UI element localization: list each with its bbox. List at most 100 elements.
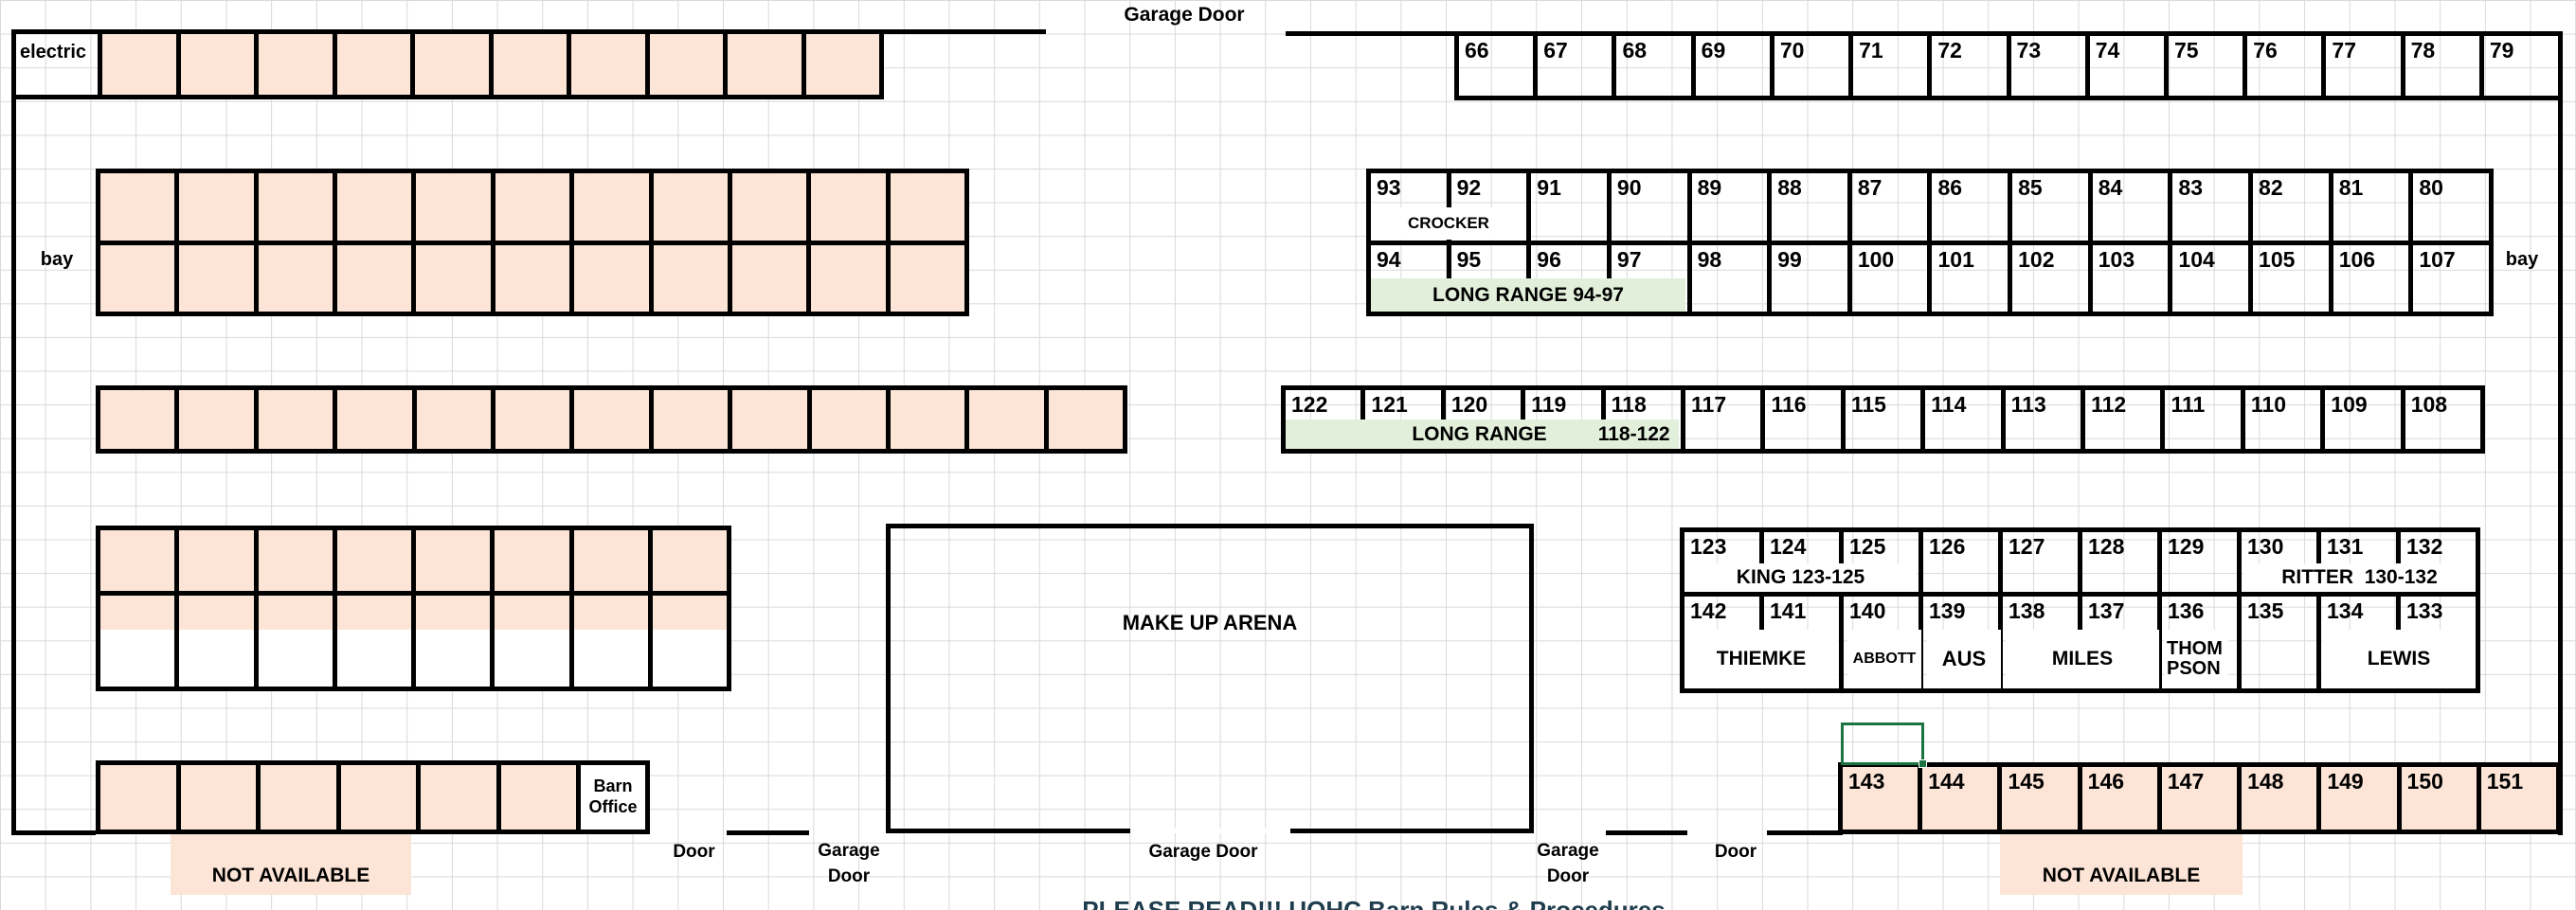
stall-cell[interactable] [333, 173, 412, 241]
stall-cell[interactable]: 126 [1918, 532, 1998, 592]
stall-cell[interactable]: 111 [2160, 390, 2240, 449]
stall-cell[interactable] [490, 173, 570, 241]
stall-cell[interactable]: 74 [2084, 36, 2164, 96]
stall-cell[interactable]: 66 [1465, 38, 1489, 62]
stall-cell[interactable]: 78 [2400, 36, 2479, 96]
stall-cell[interactable]: 101 [1927, 244, 2008, 312]
stall-cell[interactable] [490, 596, 569, 687]
stall-cell[interactable]: 85 [2008, 173, 2088, 241]
stall-cell[interactable] [569, 390, 649, 449]
stall-cell[interactable]: 98 [1686, 244, 1768, 312]
stall-cell[interactable] [1043, 390, 1124, 449]
stall-cell[interactable] [723, 34, 802, 95]
stall-cell[interactable] [174, 173, 254, 241]
stall-cell[interactable]: 143 [1843, 767, 1918, 830]
stall-cell[interactable] [885, 390, 965, 449]
stall-cell[interactable] [569, 173, 649, 241]
selection-fill-handle[interactable] [1918, 759, 1927, 768]
stall-cell[interactable]: 150 [2396, 767, 2477, 830]
stall-cell[interactable]: 116 [1760, 390, 1840, 449]
stall-cell[interactable]: 87 [1846, 173, 1928, 241]
stall-cell[interactable]: 90 [1606, 173, 1687, 241]
stall-cell[interactable]: 125 [1839, 532, 1918, 592]
stall-cell[interactable]: 105 [2248, 244, 2329, 312]
stall-cell[interactable] [411, 173, 491, 241]
stall-cell[interactable] [568, 596, 648, 687]
selected-cell[interactable] [1841, 723, 1927, 768]
stall-cell[interactable]: 146 [2077, 767, 2157, 830]
stall-cell[interactable]: 132 [2396, 532, 2476, 592]
stall-cell[interactable] [648, 390, 729, 449]
stall-cell[interactable]: 69 [1690, 36, 1770, 96]
stall-cell[interactable] [100, 530, 175, 591]
stall-cell[interactable]: 112 [2081, 390, 2160, 449]
stall-cell[interactable] [102, 34, 176, 95]
stall-cell[interactable] [333, 244, 412, 312]
stall-cell[interactable] [727, 173, 807, 241]
stall-cell[interactable]: 114 [1920, 390, 2000, 449]
stall-cell[interactable]: 147 [2156, 767, 2238, 830]
stall-cell[interactable] [644, 34, 723, 95]
stall-cell[interactable]: 84 [2087, 173, 2169, 241]
stall-cell[interactable]: 70 [1769, 36, 1848, 96]
stall-cell[interactable] [410, 34, 489, 95]
stall-cell[interactable]: 117 [1681, 390, 1760, 449]
stall-cell[interactable]: 134 [2316, 597, 2396, 688]
stall-cell[interactable] [335, 765, 416, 830]
stall-cell[interactable]: 94 [1377, 246, 1401, 272]
stall-cell[interactable] [648, 173, 728, 241]
stall-cell[interactable]: 86 [1927, 173, 2008, 241]
stall-cell[interactable] [490, 530, 569, 591]
stall-cell[interactable]: 142 [1690, 598, 1727, 623]
stall-cell[interactable]: 75 [2163, 36, 2243, 96]
stall-cell[interactable]: 108 [2400, 390, 2480, 449]
stall-cell[interactable]: 122 [1291, 392, 1328, 417]
stall-cell[interactable] [411, 390, 491, 449]
stall-cell[interactable] [332, 34, 410, 95]
stall-cell[interactable] [175, 34, 254, 95]
stall-cell[interactable] [727, 244, 807, 312]
stall-cell[interactable] [174, 530, 254, 591]
stall-cell[interactable] [490, 390, 570, 449]
stall-cell[interactable]: 104 [2168, 244, 2248, 312]
stall-cell[interactable]: 73 [2006, 36, 2085, 96]
stall-cell[interactable]: 83 [2168, 173, 2248, 241]
stall-cell[interactable]: 95 [1446, 244, 1527, 312]
stall-cell[interactable] [256, 765, 336, 830]
stall-cell[interactable] [885, 173, 964, 241]
stall-cell[interactable]: 144 [1918, 767, 1998, 830]
stall-cell[interactable]: 81 [2328, 173, 2409, 241]
stall-cell[interactable] [411, 596, 491, 687]
stall-cell[interactable] [100, 173, 175, 241]
stall-cell[interactable] [728, 390, 807, 449]
stall-cell[interactable]: 76 [2243, 36, 2321, 96]
stall-cell[interactable] [100, 596, 175, 687]
stall-cell[interactable]: 103 [2087, 244, 2169, 312]
stall-cell[interactable]: 129 [2157, 532, 2237, 592]
stall-cell[interactable]: 130 [2237, 532, 2316, 592]
stall-cell[interactable]: 96 [1526, 244, 1607, 312]
stall-cell[interactable] [488, 34, 567, 95]
stall-cell[interactable] [174, 390, 254, 449]
stall-cell[interactable]: 77 [2321, 36, 2400, 96]
stall-cell[interactable]: 136 [2157, 597, 2237, 688]
stall-cell[interactable] [567, 34, 645, 95]
stall-cell[interactable] [332, 596, 411, 687]
stall-cell[interactable] [100, 244, 175, 312]
stall-cell[interactable] [801, 34, 879, 95]
stall-cell[interactable]: 72 [1927, 36, 2006, 96]
stall-cell[interactable]: 124 [1759, 532, 1839, 592]
stall-cell[interactable]: 102 [2008, 244, 2088, 312]
stall-cell[interactable]: 67 [1533, 36, 1612, 96]
stall-cell[interactable]: 148 [2237, 767, 2317, 830]
stall-cell[interactable] [416, 765, 496, 830]
stall-cell[interactable] [648, 244, 728, 312]
stall-cell[interactable]: 106 [2328, 244, 2409, 312]
stall-cell[interactable]: 82 [2248, 173, 2329, 241]
stall-cell[interactable]: 127 [1998, 532, 2078, 592]
stall-cell[interactable]: 97 [1606, 244, 1687, 312]
stall-cell[interactable] [411, 530, 491, 591]
stall-cell[interactable] [806, 244, 886, 312]
stall-cell[interactable] [569, 244, 649, 312]
stall-cell[interactable]: 109 [2320, 390, 2400, 449]
